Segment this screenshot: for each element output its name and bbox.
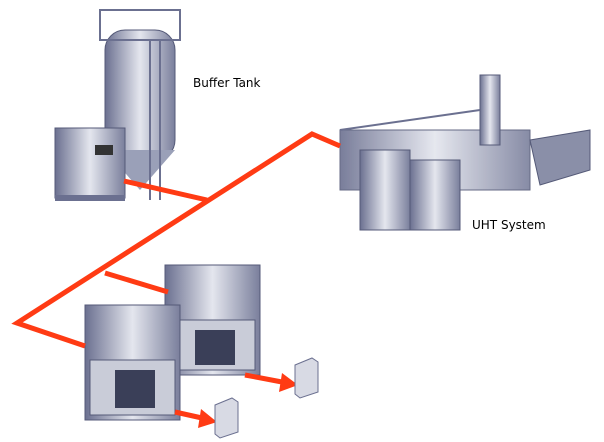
output-boxes <box>214 357 319 439</box>
output-arrows <box>174 372 298 428</box>
uht-system-machine <box>339 74 591 231</box>
uht-system-label: UHT System <box>472 218 546 232</box>
filling-machine-2 <box>84 304 181 421</box>
main-pipe <box>11 131 341 349</box>
arrow-head-icon <box>279 373 298 392</box>
buffer-tank-pipe <box>123 178 208 203</box>
buffer-tank-machine <box>54 9 181 201</box>
pipe-network <box>11 131 341 349</box>
arrow-head-icon <box>198 409 217 428</box>
buffer-tank-label: Buffer Tank <box>193 76 261 90</box>
filler-branch-pipe <box>104 270 169 295</box>
filling-machine-1 <box>164 264 261 376</box>
